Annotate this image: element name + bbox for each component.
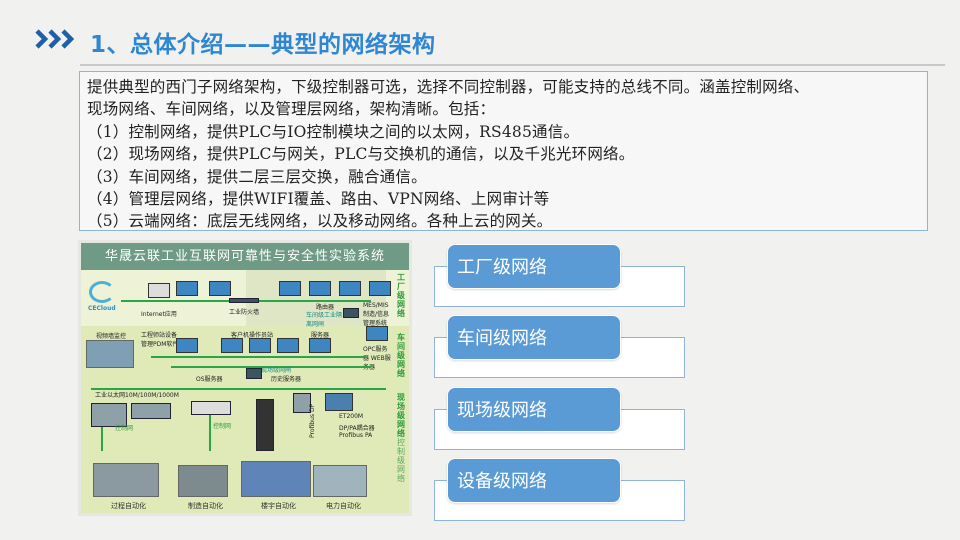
label-history: 历史服务器 [271,376,302,383]
monitor [366,326,388,341]
label-router: 路由器 [316,304,335,311]
label-profibus-dp: Profibus DP [309,403,316,438]
monitor [309,338,331,353]
photo-label: 楼宇自动化 [261,502,296,510]
network-architecture-diagram: 华晟云联工业互联网可靠性与安全性实验系统 CECloud Internet应用 … [78,240,412,516]
firewall-device [229,298,259,303]
description-line: 提供典型的西门子网络架构，下级控制器可选，选择不同控制器，可能支持的总线不同。涵… [87,78,810,96]
photo-label: 电力自动化 [326,502,361,510]
label-ethernet: 工业以太网10M/100M/1000M [95,392,179,399]
hmi-panel [325,393,353,411]
monitor [277,338,299,353]
triple-chevron-icon [35,29,75,49]
building-automation-photo [241,461,311,497]
description-line: （2）现场网络，提供PLC与网关，PLC与交换机的通信，以及千兆光环网络。 [87,145,635,164]
monitor [279,281,301,296]
label-fieldnet: 现场级网闸 [261,367,292,374]
page-title: 1、总体介绍——典型的网络架构 [90,32,436,58]
laptop [148,283,170,298]
manufacturing-automation-photo [178,465,228,497]
link [101,427,103,451]
label-client: 客户机操作员站 [231,332,274,339]
label-dppa: DP/PA耦合器 [339,425,375,432]
power-automation-photo [313,465,367,497]
label-ctrlnet: 控制网 [213,423,232,430]
label-video: 视频墙监控 [96,333,127,340]
video-wall-image [86,340,134,368]
description-line: （3）车间网络，提供二层三层交换，融合通信。 [87,167,427,186]
label-ctrlnet: 控制网 [115,425,134,432]
label-mes: MES/MIS 制造/信息管理系统 [363,302,390,327]
label-et200m: ET200M [339,413,364,420]
mes-zone [246,270,386,326]
industrial-pc [191,401,231,415]
label-os: OS服务器 [196,376,223,383]
description-line: （1）控制网络，提供PLC与IO控制模块之间的以太网，RS485通信。 [87,122,580,141]
workshop-bus [171,366,371,368]
label-internet: Internet应用 [141,311,177,318]
router-device [343,308,359,318]
description-line: 现场网络、车间网络，以及管理层网络，架构清晰。包括： [87,100,496,119]
description-box: 提供典型的西门子网络架构，下级控制器可选，选择不同控制器，可能支持的总线不同。涵… [79,71,928,231]
photo-label: 过程自动化 [111,502,146,510]
label-engineering: 工程师站设备管理PDM软件 [141,332,179,348]
plc-rack [131,403,171,419]
description-line: （5）云端网络：底层无线网络，以及移动网络。各种上云的网关。 [87,212,553,231]
label-firewall: 工业防火墙 [229,309,260,316]
ethernet-backbone [91,388,386,390]
link [209,415,211,451]
level-field-network: 现场级网络 [447,387,621,432]
monitor [209,281,231,296]
controller-stack [256,399,274,451]
zone-label-factory: 工厂级网络 [397,273,405,318]
label-server: 服务器 [311,332,330,339]
level-workshop-network: 车间级网络 [447,315,621,360]
monitor [369,281,391,296]
zone-label-control: 控制级网络 [397,438,405,483]
level-device-network: 设备级网络 [447,458,621,503]
cecloud-logo [89,281,115,303]
zone-label-workshop: 车间级网络 [397,333,405,378]
title-divider [80,64,945,66]
monitor [339,281,361,296]
plc [293,393,311,413]
zone-label-field: 现场级网络 [397,393,405,438]
monitor [221,338,243,353]
monitor [249,338,271,353]
process-automation-photo [93,463,159,497]
monitor [309,281,331,296]
diagram-title: 华晟云联工业互联网可靠性与安全性实验系统 [81,243,409,270]
server-device [246,368,262,379]
label-profibus-pa: Profibus PA [339,432,373,439]
plc-rack [91,403,127,427]
label-isolation: 车间级工业隔离网闸 [306,312,343,328]
photo-label: 制造自动化 [188,502,223,510]
monitor [176,338,198,353]
level-factory-network: 工厂级网络 [447,244,621,289]
workshop-bus [151,356,366,358]
logo-text: CECloud [88,305,116,312]
monitor [176,281,198,296]
description-line: （4）管理层网络，提供WIFI覆盖、路由、VPN网络、上网审计等 [87,190,550,209]
